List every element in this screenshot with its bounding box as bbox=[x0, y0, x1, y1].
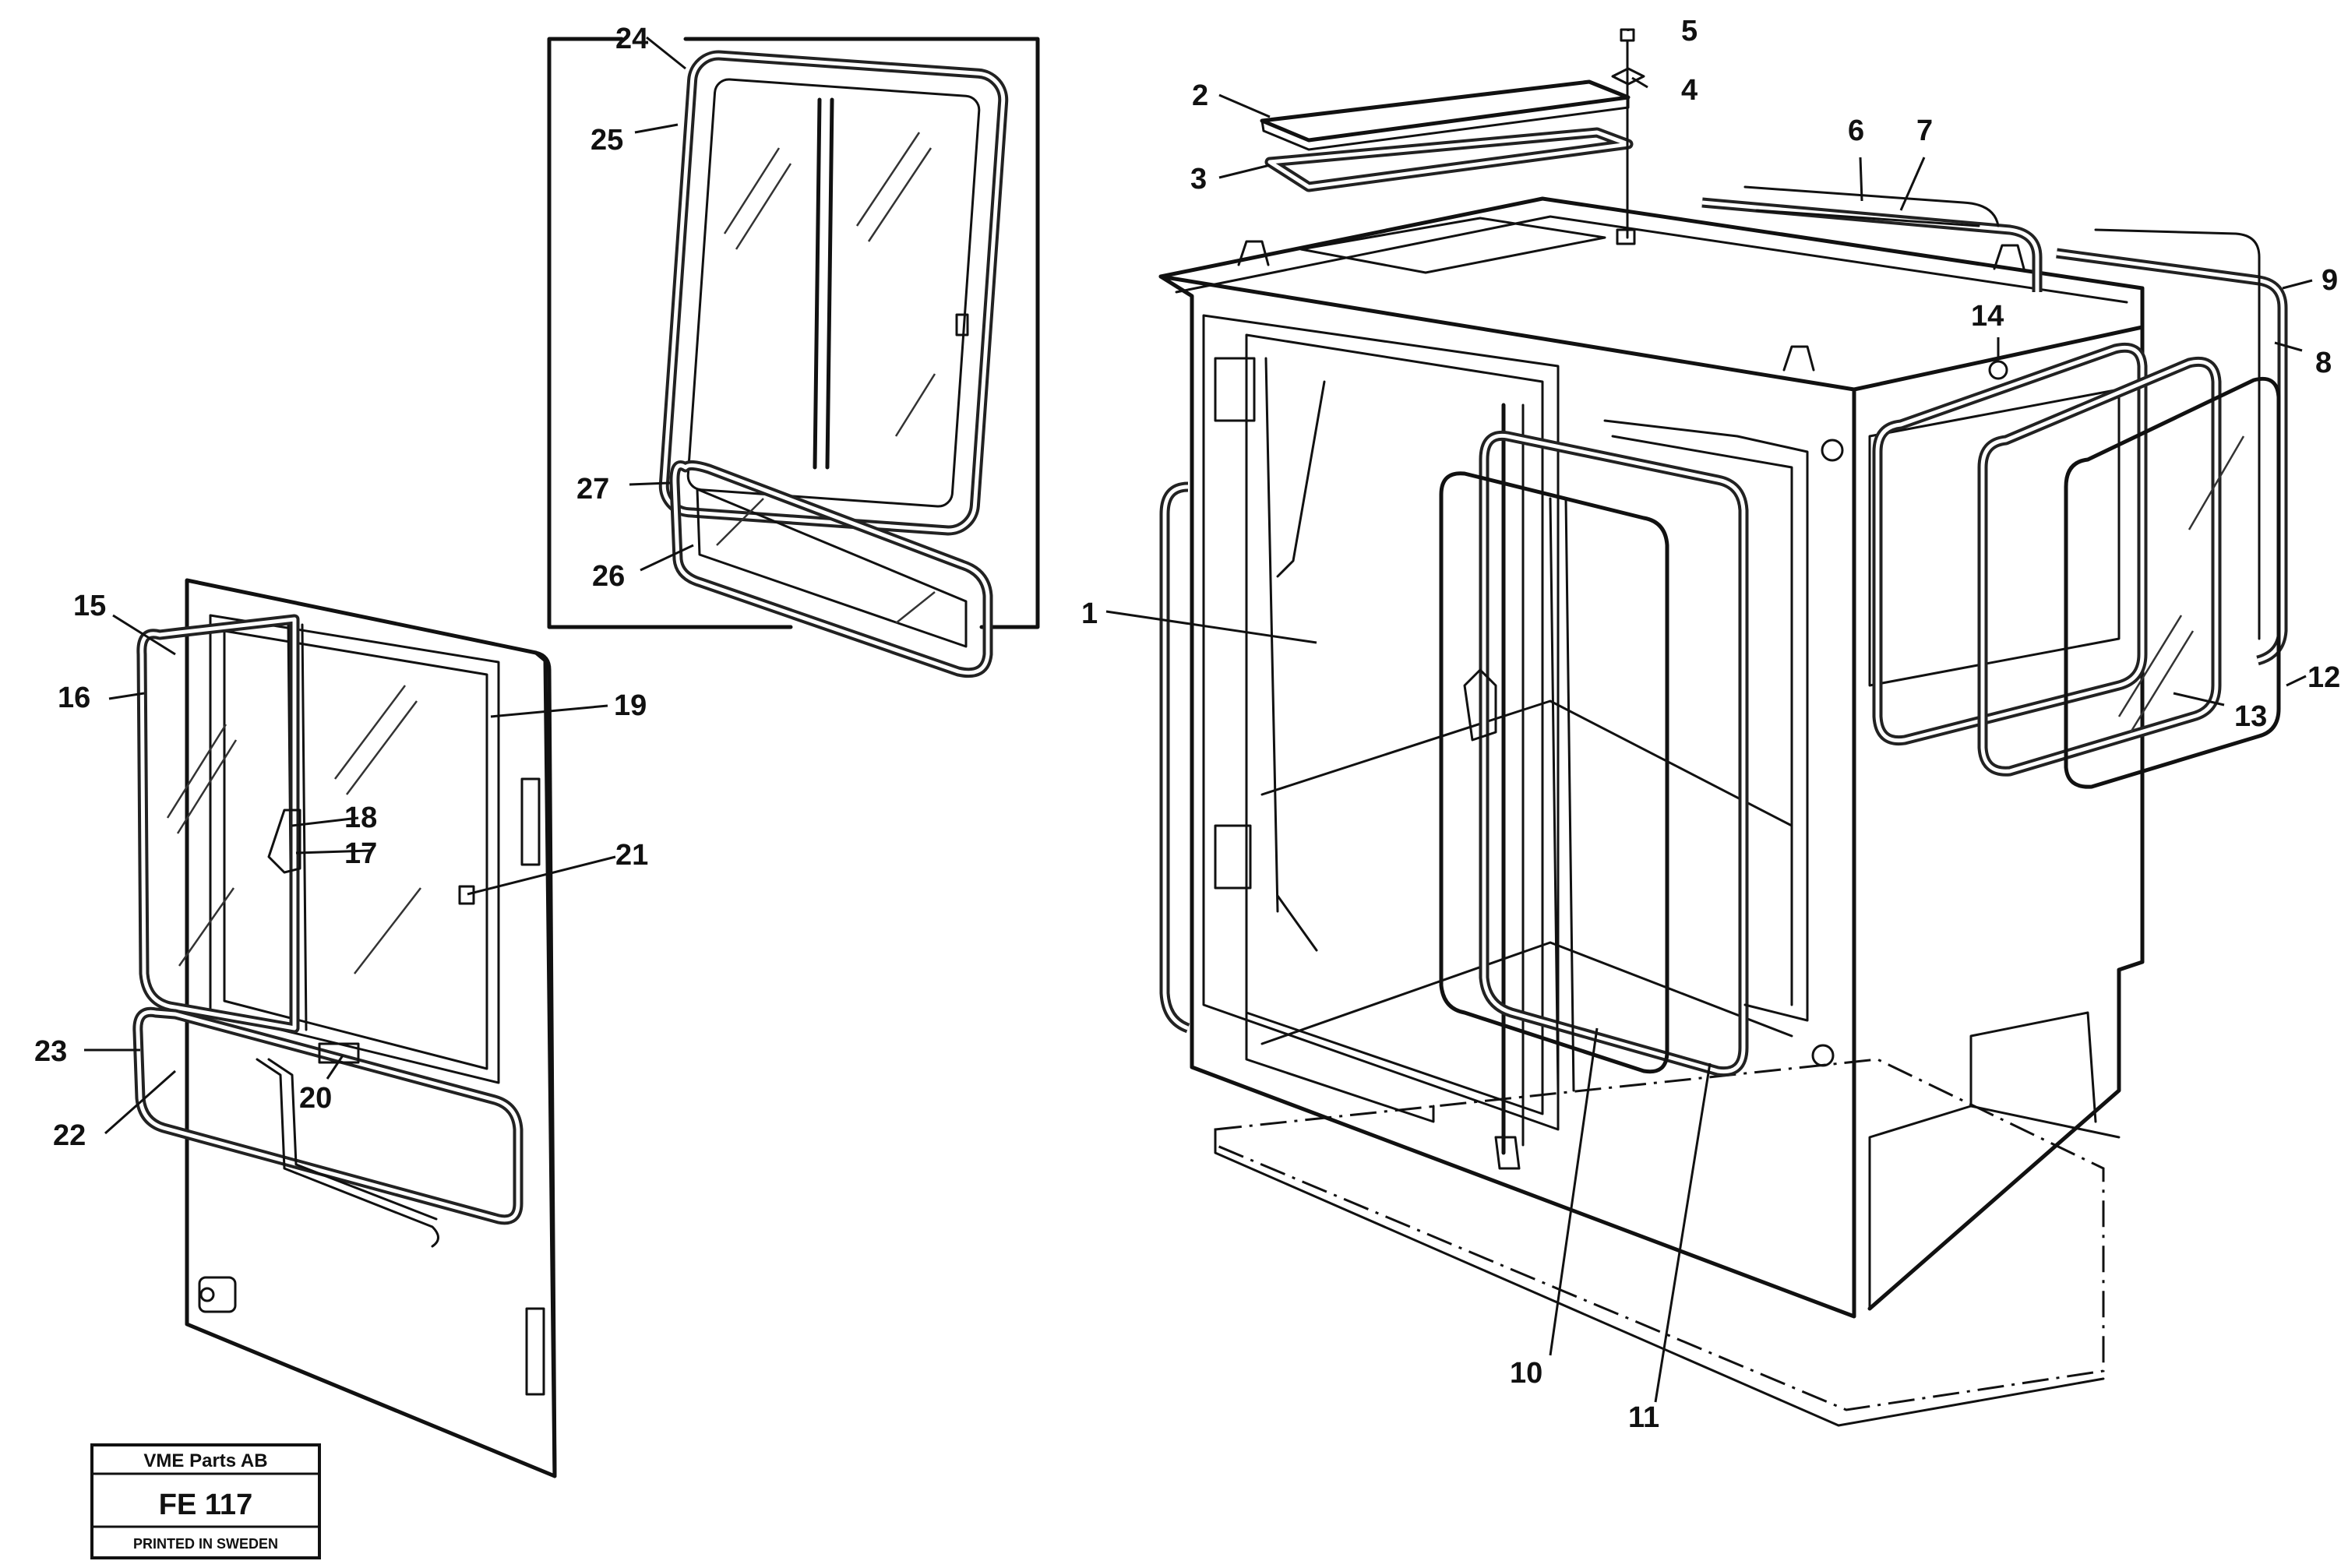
roof-hatch-opening bbox=[1299, 217, 1606, 274]
sliding-window-glass bbox=[686, 78, 981, 508]
lower-hinge bbox=[525, 1307, 545, 1396]
bolt bbox=[1988, 360, 2008, 380]
callout-20: 20 bbox=[299, 1082, 332, 1115]
front-opening bbox=[1202, 314, 1560, 1131]
callout-7: 7 bbox=[1916, 115, 1933, 147]
callout-6: 6 bbox=[1848, 115, 1864, 147]
callout-25: 25 bbox=[591, 124, 623, 157]
callout-2: 2 bbox=[1192, 79, 1208, 112]
lifting-eye-front-right bbox=[1782, 345, 1815, 372]
callout-14: 14 bbox=[1971, 300, 2004, 333]
sliding-window-divider bbox=[813, 97, 822, 470]
callout-9: 9 bbox=[2322, 264, 2338, 297]
door-group bbox=[132, 578, 557, 1478]
callout-3: 3 bbox=[1190, 163, 1207, 196]
window-latch bbox=[955, 313, 969, 337]
callout-16: 16 bbox=[58, 682, 90, 714]
cab-roof bbox=[1158, 196, 2145, 329]
callout-12: 12 bbox=[2307, 661, 2340, 694]
wiper-strip bbox=[256, 1058, 439, 1248]
callout-15: 15 bbox=[73, 590, 106, 622]
document-stamp: VME Parts AB FE 117 PRINTED IN SWEDEN bbox=[90, 1443, 321, 1559]
callout-18: 18 bbox=[344, 802, 377, 834]
rear-pillar-seal bbox=[1603, 419, 1809, 1022]
callout-23: 23 bbox=[34, 1035, 67, 1068]
stamp-company: VME Parts AB bbox=[143, 1450, 267, 1471]
upper-wiper-hinge bbox=[1214, 357, 1256, 422]
side-window-seal-a bbox=[1872, 342, 2148, 746]
door-lock bbox=[198, 1276, 237, 1313]
lower-window-seal bbox=[669, 460, 993, 678]
callout-11: 11 bbox=[1628, 1401, 1659, 1434]
front-left-seal bbox=[1159, 481, 1190, 1034]
cab-side-face bbox=[1852, 325, 2145, 1311]
callout-17: 17 bbox=[344, 837, 377, 870]
lifting-eye-front-left bbox=[1237, 240, 1270, 266]
callout-19: 19 bbox=[614, 689, 647, 722]
callout-1: 1 bbox=[1081, 597, 1098, 630]
base-plate bbox=[1214, 1058, 2105, 1411]
leader-lines bbox=[84, 30, 2313, 1403]
stamp-code: FE 117 bbox=[159, 1489, 252, 1521]
screw bbox=[1620, 28, 1635, 42]
cab-group bbox=[1158, 28, 2288, 1427]
side-opening bbox=[1868, 388, 2121, 687]
callout-26: 26 bbox=[592, 560, 625, 593]
callout-21: 21 bbox=[615, 839, 648, 872]
side-window-glass bbox=[2064, 376, 2281, 789]
cab-front-face bbox=[1158, 274, 1856, 1319]
upper-hinge bbox=[520, 777, 541, 866]
callout-5: 5 bbox=[1681, 15, 1698, 48]
door-window-frame bbox=[209, 614, 500, 1084]
stamp-footer: PRINTED IN SWEDEN bbox=[133, 1536, 278, 1552]
callout-10: 10 bbox=[1510, 1357, 1542, 1390]
door-handle bbox=[267, 809, 301, 874]
callout-8: 8 bbox=[2315, 347, 2332, 379]
lower-window-glass bbox=[696, 488, 968, 648]
callout-13: 13 bbox=[2234, 700, 2267, 733]
callout-24: 24 bbox=[615, 23, 648, 55]
inset-frame bbox=[547, 37, 1040, 629]
roof-hatch-seal bbox=[1264, 127, 1634, 192]
callout-22: 22 bbox=[53, 1119, 86, 1152]
door-window-seal bbox=[136, 614, 300, 1034]
lower-wiper-hinge bbox=[1214, 824, 1252, 890]
window-inset-group bbox=[547, 37, 1040, 678]
callout-27: 27 bbox=[576, 473, 609, 506]
cab-door-handle bbox=[1463, 668, 1497, 742]
door-latch bbox=[458, 885, 475, 905]
callout-labels: 1 2 3 4 5 6 7 8 9 10 11 12 13 14 15 16 1… bbox=[34, 15, 2340, 1434]
door-frame-glass bbox=[1439, 471, 1669, 1074]
callout-4: 4 bbox=[1681, 74, 1698, 107]
washer bbox=[1611, 67, 1645, 86]
lifting-eye-rear bbox=[1993, 244, 2025, 270]
